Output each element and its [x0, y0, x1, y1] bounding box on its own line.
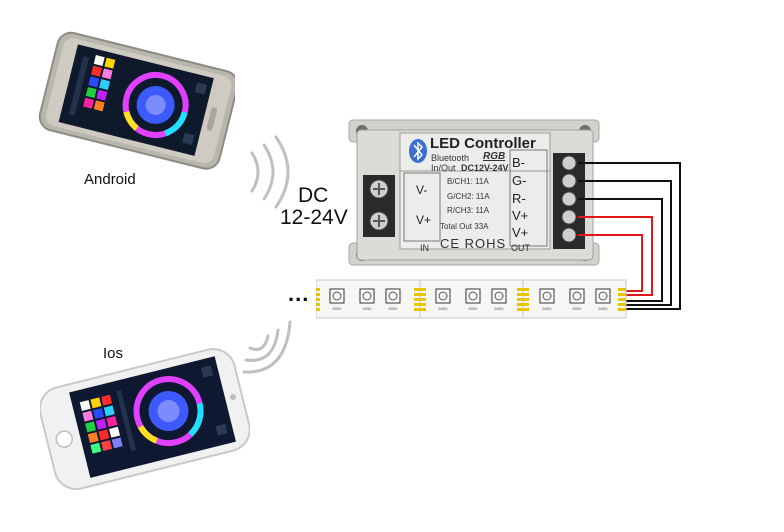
wire-b — [578, 162, 681, 310]
controller-ch3: R/CH3: 11A — [447, 206, 490, 215]
led-chip-label: 5050 — [363, 306, 373, 311]
controller-in-terminal-vminus: V- — [416, 183, 428, 197]
dc-label: DC — [298, 184, 329, 207]
controller-rgb: RGB — [483, 151, 506, 162]
led-chip-lens — [494, 291, 504, 301]
led-chip-label: 5050 — [543, 306, 553, 311]
controller-out-terminal-vplus-1: V+ — [512, 208, 529, 223]
color-swatch-grid — [83, 55, 116, 112]
led-chip-lens — [468, 291, 478, 301]
led-chip-lens — [438, 291, 448, 301]
android-phone — [38, 31, 235, 170]
led-chip-lens — [332, 291, 342, 301]
led-chip-lens — [598, 291, 608, 301]
wire-vplus-2 — [578, 234, 643, 292]
led-chip-label: 5050 — [573, 306, 583, 311]
wireless-waves-android-icon — [250, 135, 290, 209]
controller-bluetooth: Bluetooth — [431, 153, 470, 163]
controller-inout: In/Out — [431, 163, 456, 173]
controller-total: Total Out 33A — [440, 222, 489, 231]
controller-out-terminal-g: G- — [512, 173, 527, 188]
led-chip-lens — [542, 291, 552, 301]
controller-dc-range: DC12V-24V — [461, 163, 509, 173]
iphone — [40, 348, 250, 491]
led-chip-label: 5050 — [389, 306, 399, 311]
controller-out-terminal-vplus-2: V+ — [512, 225, 529, 240]
controller-title: LED Controller — [430, 135, 536, 152]
led-chip-label: 5050 — [599, 306, 609, 311]
led-controller — [348, 119, 600, 266]
controller-out-label: OUT — [511, 243, 530, 253]
wire-vplus-1 — [578, 216, 653, 296]
ios-label: Ios — [103, 345, 124, 362]
controller-out-terminal-r: R- — [512, 191, 526, 206]
led-chip-lens — [572, 291, 582, 301]
output-wires — [578, 162, 681, 310]
controller-in-terminal-vplus: V+ — [416, 213, 432, 227]
wire-r — [578, 198, 663, 302]
strip-ellipsis: ... — [288, 281, 310, 306]
controller-in-label: IN — [420, 243, 429, 253]
led-chip-label: 5050 — [495, 306, 505, 311]
wire-g — [578, 180, 672, 306]
controller-ch1: B/CH1: 11A — [447, 177, 489, 186]
led-chip-label: 5050 — [439, 306, 449, 311]
ios-color-swatch-grid — [79, 394, 123, 454]
controller-ch2: G/CH2: 11A — [447, 192, 490, 201]
wireless-waves-ios-icon — [242, 320, 292, 374]
led-chip-label: 5050 — [333, 306, 343, 311]
led-strip: 5050 5050 5050 5050 5050 5050 5050 5050 5050 — [316, 279, 627, 319]
controller-cert: CE ROHS — [440, 236, 507, 251]
led-chip-label: 5050 — [469, 306, 479, 311]
led-chip-lens — [362, 291, 372, 301]
led-chip-lens — [388, 291, 398, 301]
controller-out-terminal-b: B- — [512, 155, 525, 170]
voltage-label: 12-24V — [280, 206, 348, 229]
android-label: Android — [84, 171, 136, 188]
